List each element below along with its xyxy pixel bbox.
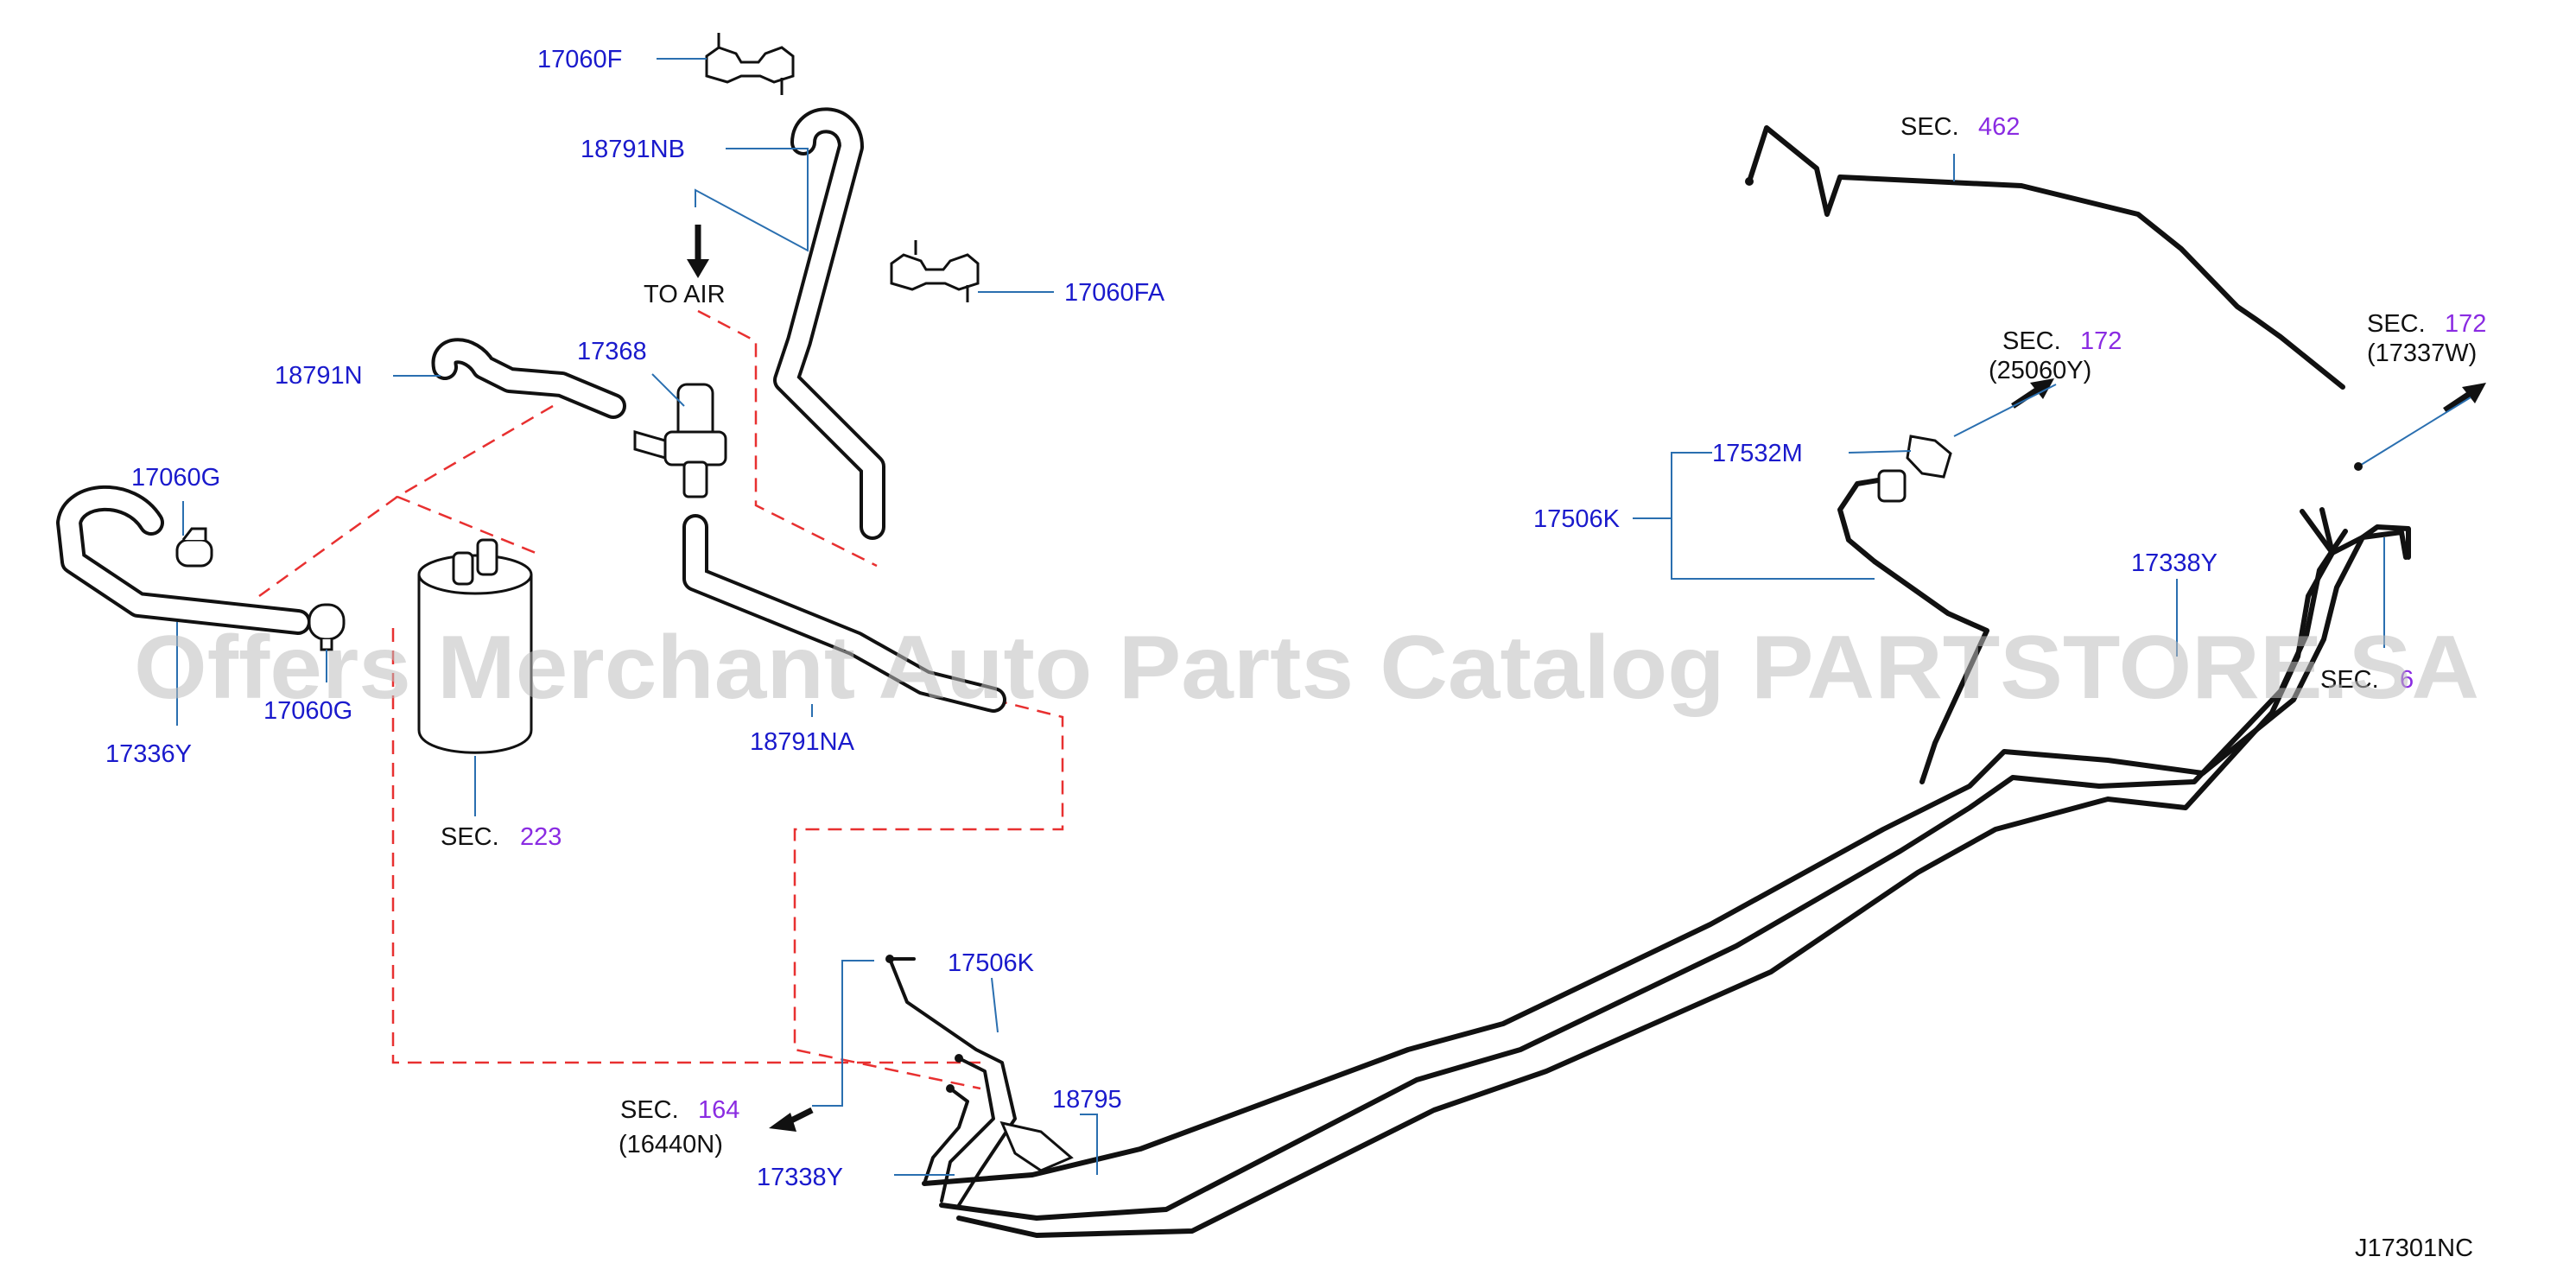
clamp-17060F (705, 33, 795, 95)
tube-front-ends (885, 955, 1074, 1207)
sec172b-ref: (17337W) (2367, 340, 2477, 367)
label-17060FA: 17060FA (1064, 279, 1165, 307)
sec462-number: 462 (1978, 113, 2020, 141)
tube-sec462 (1745, 125, 2345, 390)
sec6x-number: 6 (2400, 666, 2414, 694)
label-17506K-right: 17506K (1533, 505, 1621, 533)
sec462-word: SEC. (1900, 113, 1959, 141)
label-17506K-left: 17506K (948, 949, 1035, 977)
label-18791N: 18791N (275, 362, 363, 390)
sec172a-ref: (25060Y) (1989, 357, 2091, 384)
sec6x-word: SEC. (2320, 666, 2379, 694)
arrow-sec164 (769, 1107, 814, 1132)
sec223-word: SEC. (441, 823, 499, 851)
label-17060G-top: 17060G (131, 464, 220, 492)
label-18795: 18795 (1052, 1086, 1122, 1114)
sec223-number: 223 (520, 823, 562, 851)
clamp-17060G-top (175, 527, 213, 568)
label-17338Y-left: 17338Y (757, 1164, 843, 1191)
sec172a-number: 172 (2080, 327, 2122, 355)
sec164-word: SEC. (620, 1096, 679, 1124)
label-17060F: 17060F (537, 46, 622, 73)
arrow-sec172-17337W (2443, 383, 2486, 413)
hose-17336Y (56, 485, 311, 635)
watermark-text: Offers Merchant Auto Parts Catalog PARTS… (134, 618, 2479, 718)
sec164-number: 164 (698, 1096, 739, 1124)
label-to-air: TO AIR (644, 281, 726, 308)
canister-sec223 (417, 538, 533, 754)
label-18791NA: 18791NA (750, 728, 855, 756)
tube-sec6x-stub (2300, 509, 2408, 560)
arrow-sec172-25060Y (2011, 378, 2054, 409)
label-17336Y: 17336Y (105, 740, 192, 768)
sec164-ref: (16440N) (619, 1131, 723, 1158)
label-17060G-bottom: 17060G (263, 697, 352, 725)
leader-lines (176, 58, 2471, 1176)
label-17338Y-right: 17338Y (2131, 549, 2218, 577)
hose-18791NA (682, 514, 1006, 713)
clamp-17060FA (890, 240, 980, 302)
valve-17368 (633, 383, 727, 498)
tube-17338Y-b (956, 507, 2335, 1238)
sec172b-number: 172 (2445, 310, 2486, 338)
clamp-17060G-bottom (308, 603, 346, 651)
arrow-to-air (687, 225, 709, 278)
hose-18791NB (773, 107, 885, 540)
dashed-group-outlines (258, 309, 1064, 1090)
label-17532M: 17532M (1712, 440, 1803, 467)
diagram-id-label: J17301NC (2355, 1234, 2473, 1262)
hose-18791N (431, 338, 626, 419)
label-17368: 17368 (577, 338, 647, 365)
sec172a-word: SEC. (2002, 327, 2061, 355)
sec172b-word: SEC. (2367, 310, 2426, 338)
label-18791NB: 18791NB (581, 136, 685, 163)
tube-17506K-upper (1837, 435, 1989, 784)
part-labels: 17060F 18791NB 17060FA 18791N 17368 1706… (105, 46, 2486, 1262)
